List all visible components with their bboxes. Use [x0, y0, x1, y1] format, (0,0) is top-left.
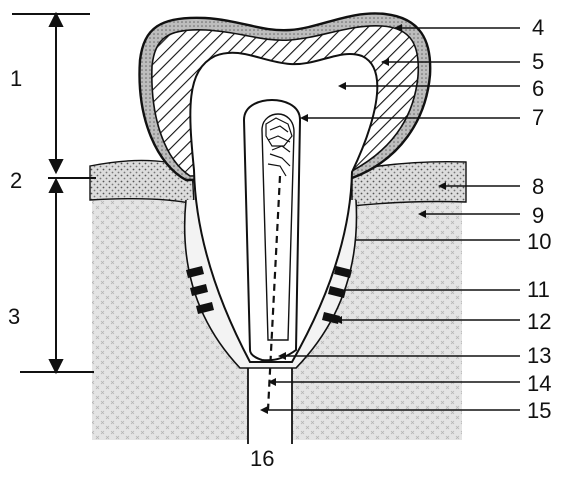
- label-13: 13: [527, 345, 551, 367]
- label-1: 1: [10, 68, 22, 90]
- label-6: 6: [532, 78, 544, 100]
- label-11: 11: [527, 279, 550, 301]
- label-12: 12: [527, 311, 551, 333]
- dimension-lines: [12, 14, 96, 372]
- apical-canal: [248, 368, 292, 444]
- label-14: 14: [527, 373, 551, 395]
- label-15: 15: [527, 400, 551, 422]
- label-9: 9: [532, 205, 544, 227]
- label-10: 10: [527, 231, 551, 253]
- label-7: 7: [532, 107, 544, 129]
- label-16: 16: [250, 448, 274, 470]
- label-3: 3: [8, 306, 20, 328]
- label-5: 5: [532, 51, 544, 73]
- label-4: 4: [532, 17, 544, 39]
- label-8: 8: [532, 176, 544, 198]
- label-2: 2: [10, 170, 22, 192]
